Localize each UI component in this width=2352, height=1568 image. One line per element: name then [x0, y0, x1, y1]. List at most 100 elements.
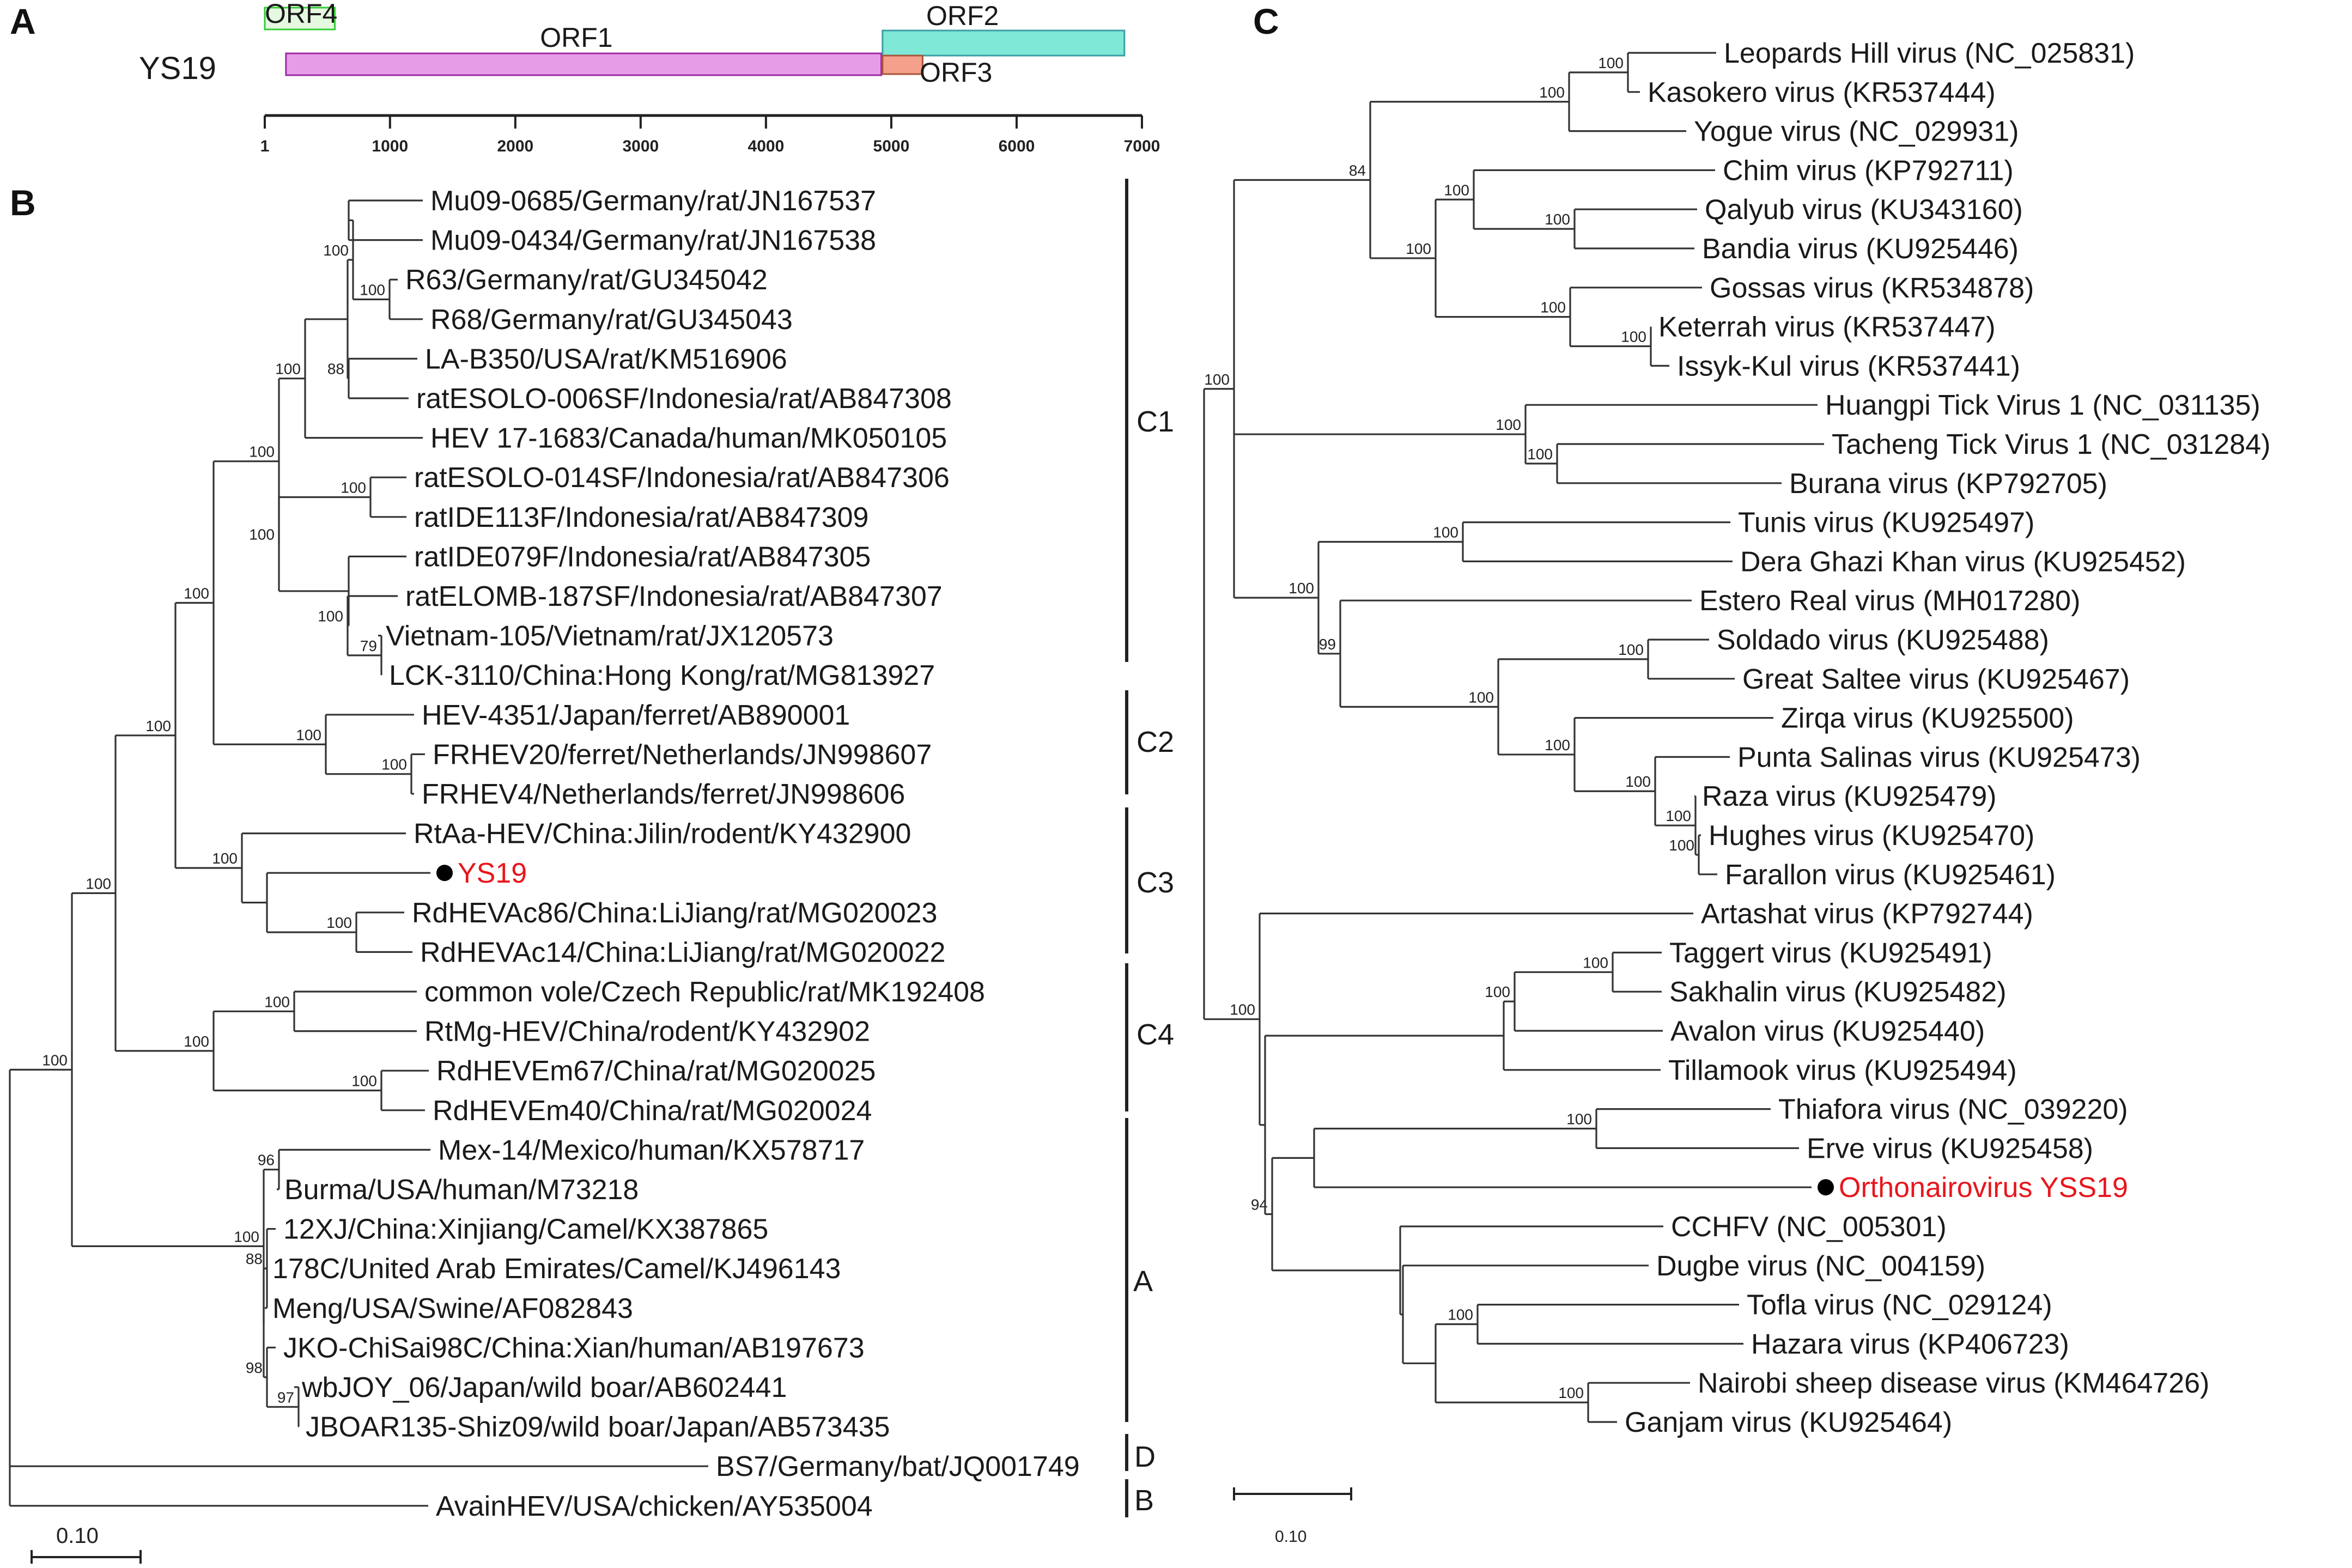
- taxon-label: Avalon virus (KU925440): [1670, 1016, 1985, 1047]
- bootstrap-value: 100: [1468, 689, 1494, 706]
- taxon-label: Tacheng Tick Virus 1 (NC_031284): [1832, 429, 2270, 460]
- taxon-label: Hazara virus (KP406723): [1751, 1328, 2069, 1360]
- taxon-label: JBOAR135-Shiz09/wild boar/Japan/AB573435: [306, 1412, 890, 1443]
- bootstrap-value: 100: [1496, 416, 1521, 433]
- taxon-label: HEV-4351/Japan/ferret/AB890001: [422, 700, 850, 731]
- scale-bar-c: 0.10: [1233, 1487, 1352, 1546]
- taxon-label: Taggert virus (KU925491): [1669, 937, 1992, 969]
- taxon-label: Mu09-0685/Germany/rat/JN167537: [430, 185, 876, 217]
- bootstrap-value: 100: [1540, 299, 1566, 316]
- bootstrap-value: 100: [1566, 1111, 1592, 1128]
- bootstrap-value: 100: [1289, 580, 1314, 597]
- bootstrap-value: 100: [1444, 181, 1469, 198]
- axis-tick-label: 1000: [372, 137, 408, 155]
- taxon-label: wbJOY_06/Japan/wild boar/AB602441: [301, 1372, 787, 1403]
- clade-label-c2: C2: [1137, 726, 1174, 758]
- bootstrap-value: 100: [1545, 211, 1570, 228]
- orf4-label: ORF4: [265, 0, 337, 29]
- bootstrap-value: 100: [1230, 1001, 1255, 1018]
- tree-b: 1001008810010079100100100100100100100100…: [9, 185, 1080, 1522]
- taxon-label: 178C/United Arab Emirates/Camel/KJ496143: [272, 1253, 841, 1285]
- taxon-label: RdHEVEm40/China/rat/MG020024: [433, 1095, 872, 1127]
- bootstrap-value: 100: [1433, 524, 1458, 541]
- highlight-marker: [436, 865, 453, 882]
- taxon-label: Punta Salinas virus (KU925473): [1737, 742, 2141, 773]
- bootstrap-value: 100: [1669, 837, 1694, 854]
- orf1-label: ORF1: [540, 22, 612, 53]
- panel-b-letter: B: [10, 183, 36, 223]
- taxon-label: Vietnam-105/Vietnam/rat/JX120573: [386, 621, 834, 652]
- taxon-label: Gossas virus (KR534878): [1710, 272, 2034, 304]
- clade-brackets: C1 C2 C3 C4 A D B: [1125, 179, 1174, 1517]
- orf3-bar: [882, 54, 923, 75]
- bootstrap-value: 100: [1666, 807, 1691, 824]
- bootstrap-value: 100: [1527, 446, 1553, 463]
- taxon-label: RdHEVAc14/China:LiJiang/rat/MG020022: [420, 937, 945, 968]
- clade-label-b: B: [1134, 1484, 1154, 1517]
- taxon-label: Raza virus (KU925479): [1702, 781, 1996, 812]
- taxon-label: Huangpi Tick Virus 1 (NC_031135): [1825, 390, 2260, 421]
- bootstrap-value: 100: [1539, 84, 1565, 101]
- bootstrap-value: 100: [326, 914, 352, 931]
- orf1-bar: [285, 52, 883, 76]
- taxon-label: RdHEVEm67/China/rat/MG020025: [436, 1055, 876, 1087]
- bootstrap-value: 98: [246, 1359, 263, 1376]
- taxon-label: Artashat virus (KP792744): [1701, 898, 2033, 930]
- bootstrap-value: 100: [1598, 54, 1624, 71]
- taxon-label: Keterrah virus (KR537447): [1658, 312, 1996, 343]
- taxon-label: Zirqa virus (KU925500): [1781, 703, 2074, 734]
- orf-bars: ORF4 ORF1 ORF2 ORF3: [264, 0, 1126, 88]
- highlight-marker: [1818, 1179, 1834, 1196]
- bootstrap-value: 100: [249, 443, 275, 460]
- taxon-label: Tillamook virus (KU925494): [1668, 1055, 2017, 1086]
- bootstrap-value: 100: [1485, 983, 1510, 1000]
- taxon-label: Erve virus (KU925458): [1807, 1133, 2093, 1164]
- bootstrap-value: 97: [277, 1389, 294, 1406]
- axis-tick-label: 4000: [748, 137, 785, 155]
- axis-tick-label: 2000: [497, 137, 533, 155]
- axis-tick-label: 7000: [1124, 137, 1160, 155]
- taxon-label: 12XJ/China:Xinjiang/Camel/KX387865: [283, 1214, 768, 1245]
- taxon-label: Kasokero virus (KR537444): [1648, 77, 1996, 108]
- bootstrap-value: 100: [42, 1052, 68, 1068]
- bootstrap-value: 88: [327, 361, 344, 378]
- taxon-label: common vole/Czech Republic/rat/MK192408: [424, 976, 985, 1008]
- taxon-label: Qalyub virus (KU343160): [1705, 194, 2023, 226]
- scale-bar-c-label: 0.10: [1275, 1528, 1306, 1546]
- bootstrap-value: 100: [1621, 329, 1646, 345]
- taxon-label: RdHEVAc86/China:LiJiang/rat/MG020023: [412, 897, 937, 929]
- taxon-label: Burma/USA/human/M73218: [284, 1174, 639, 1206]
- clade-label-c4: C4: [1137, 1018, 1174, 1051]
- taxon-label: Farallon virus (KU925461): [1725, 859, 2056, 891]
- orf2-bar: [882, 29, 1126, 57]
- clade-label-a: A: [1133, 1265, 1153, 1298]
- bootstrap-value: 100: [1448, 1306, 1473, 1323]
- panel-a-letter: A: [10, 1, 36, 41]
- bootstrap-value: 100: [1545, 737, 1570, 753]
- clade-label-c1: C1: [1137, 405, 1174, 438]
- bootstrap-value: 100: [184, 1033, 209, 1050]
- bootstrap-value: 100: [1618, 641, 1644, 658]
- taxon-label: Chim virus (KP792711): [1723, 155, 2014, 186]
- taxon-label: AvainHEV/USA/chicken/AY535004: [436, 1491, 873, 1522]
- bootstrap-value: 100: [1204, 371, 1230, 388]
- taxon-label: Thiafora virus (NC_039220): [1778, 1094, 2128, 1126]
- highlighted-taxon-label: YS19: [458, 858, 527, 889]
- taxon-label: R68/Germany/rat/GU345043: [430, 304, 793, 336]
- taxon-label: RtAa-HEV/China:Jilin/rodent/KY432900: [414, 818, 911, 850]
- bootstrap-value: 96: [258, 1152, 275, 1169]
- taxon-label: R63/Germany/rat/GU345042: [405, 264, 768, 296]
- bootstrap-value: 100: [275, 361, 301, 378]
- taxon-label: CCHFV (NC_005301): [1671, 1211, 1947, 1243]
- tree-c: 1001001001001001001008410010010010010010…: [1203, 38, 2270, 1438]
- panel-c-letter: C: [1253, 1, 1279, 41]
- taxon-label: ratESOLO-006SF/Indonesia/rat/AB847308: [416, 383, 952, 415]
- bootstrap-value: 100: [381, 756, 407, 773]
- taxon-label: Hughes virus (KU925470): [1709, 820, 2034, 852]
- taxon-label: Bandia virus (KU925446): [1702, 233, 2019, 265]
- taxon-label: Yogue virus (NC_029931): [1694, 116, 2019, 148]
- taxon-label: Meng/USA/Swine/AF082843: [272, 1293, 633, 1324]
- bootstrap-value: 100: [264, 993, 290, 1010]
